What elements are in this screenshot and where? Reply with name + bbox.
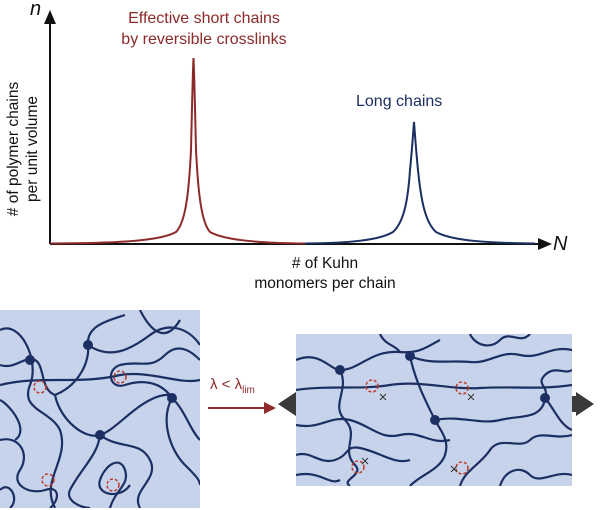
stretched-network xyxy=(278,334,594,486)
unstretched-reversible-crosslinks xyxy=(33,370,127,492)
x-axis-symbol: N xyxy=(553,233,568,255)
broken-bond-marks xyxy=(361,393,475,473)
x-axis-label-line1: # of Kuhn xyxy=(291,255,359,272)
unstretched-permanent-crosslinks xyxy=(25,340,177,440)
transition-arrow xyxy=(208,402,276,414)
stretched-permanent-crosslinks xyxy=(335,351,550,425)
lambda-subscript: lim xyxy=(242,385,255,396)
network-schematics xyxy=(0,310,594,508)
x-axis-label-line2: monomers per chain xyxy=(254,275,396,292)
y-axis-label: # of polymer chains per unit volume xyxy=(4,74,42,224)
short-chain-label-line1: Effective short chains xyxy=(128,10,280,27)
y-axis-label-line2: per unit volume xyxy=(24,96,41,202)
unstretched-network xyxy=(0,310,200,508)
x-axis-arrowhead xyxy=(538,238,552,250)
lambda-condition-label: λ < λlim xyxy=(210,376,255,396)
stretched-broken-crosslinks xyxy=(351,379,469,475)
lambda-text: λ < λ xyxy=(210,376,243,393)
y-axis-label-line1: # of polymer chains xyxy=(5,81,22,217)
right-pull-arrow xyxy=(572,392,594,416)
short-chain-peak-curve xyxy=(49,57,306,245)
distribution-plot xyxy=(44,10,552,250)
x-axis-label: # of Kuhn monomers per chain xyxy=(230,254,420,294)
long-chain-peak-curve xyxy=(304,121,536,245)
y-axis-arrowhead xyxy=(44,10,56,24)
short-chain-label: Effective short chains by reversible cro… xyxy=(94,8,314,50)
left-pull-arrow xyxy=(278,392,300,416)
y-axis-symbol: n xyxy=(30,0,42,20)
stretched-network-background xyxy=(296,334,572,486)
long-chain-label: Long chains xyxy=(356,93,443,110)
short-chain-label-line2: by reversible crosslinks xyxy=(121,31,287,48)
unstretched-network-background xyxy=(0,310,200,508)
